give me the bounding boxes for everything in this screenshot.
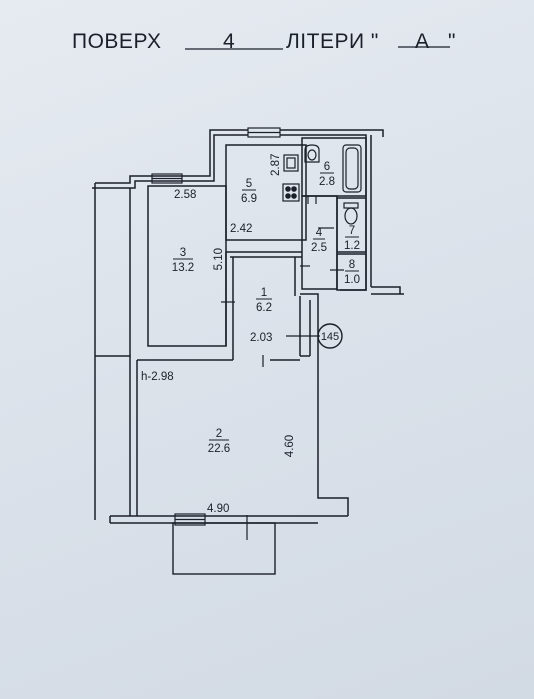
dim-room5-height: 2.87 xyxy=(270,154,282,176)
room-labels: 1 6.2 2 22.6 3 13.2 4 2.5 5 6.9 6 2.8 7 xyxy=(172,161,360,455)
balcony xyxy=(172,522,276,575)
windows xyxy=(151,127,281,526)
room-number: 6 xyxy=(324,161,330,173)
ceiling-height: h-2.98 xyxy=(141,371,174,383)
dim-room2-width: 4.90 xyxy=(207,503,229,515)
dim-room2-height: 4.60 xyxy=(284,435,296,457)
room-area: 22.6 xyxy=(208,443,230,455)
bathtub-icon xyxy=(342,144,362,193)
letter-close: " xyxy=(448,30,456,53)
floor-label: ПОВЕРХ xyxy=(72,30,162,53)
room-number: 4 xyxy=(316,227,323,239)
room-number: 7 xyxy=(349,225,355,237)
room-number: 2 xyxy=(216,428,222,440)
dim-room3-width: 2.58 xyxy=(174,189,196,201)
interior-walls xyxy=(137,137,367,361)
dimension-labels: 2.58 5.10 2.42 2.87 2.03 4.90 4.60 h-2.9… xyxy=(141,154,296,515)
room-number: 1 xyxy=(261,287,267,299)
washbasin-icon xyxy=(304,144,320,163)
room-area: 1.2 xyxy=(344,240,360,252)
dim-room3-height: 5.10 xyxy=(213,248,225,270)
marker-label: 145 xyxy=(321,331,339,343)
letter-label: ЛІТЕРИ " xyxy=(286,30,379,53)
toilet-icon xyxy=(343,202,359,225)
room-area: 13.2 xyxy=(172,262,194,274)
room-number: 3 xyxy=(180,247,186,259)
floor-value: 4 xyxy=(223,30,236,53)
room-area: 1.0 xyxy=(344,274,360,286)
room-number: 8 xyxy=(349,259,355,271)
room-area: 6.9 xyxy=(241,193,257,205)
stove-icon xyxy=(282,183,300,202)
kitchen-sink-icon xyxy=(283,154,299,172)
section-marker: 145 xyxy=(286,323,343,349)
dim-room5-width: 2.42 xyxy=(230,223,252,235)
room-area: 2.8 xyxy=(319,176,335,188)
door-marks xyxy=(221,196,344,540)
room-number: 5 xyxy=(246,178,252,190)
dim-hall-width: 2.03 xyxy=(250,332,272,344)
room-area: 2.5 xyxy=(311,242,327,254)
room-area: 6.2 xyxy=(256,302,272,314)
